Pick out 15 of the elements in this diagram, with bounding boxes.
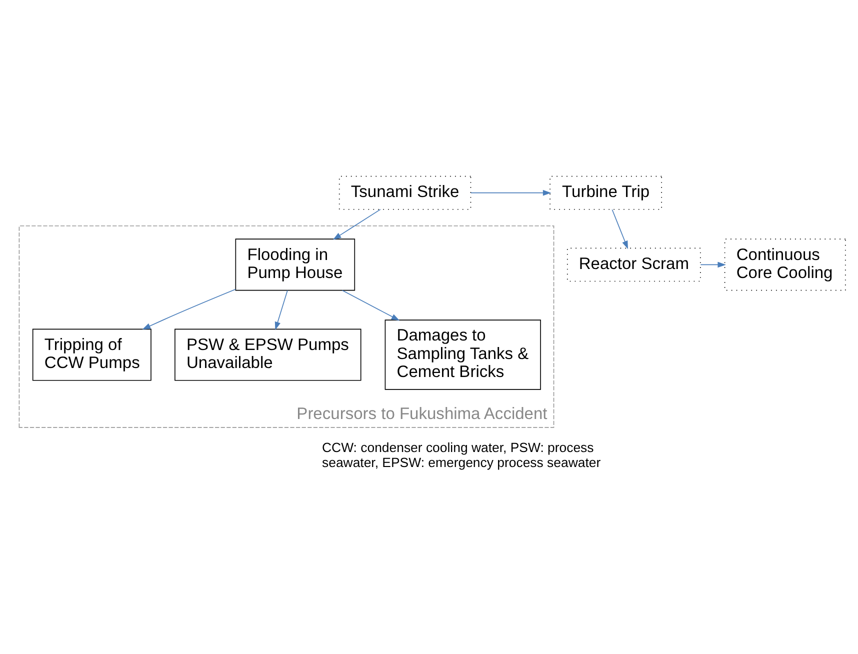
node-box: Reactor Scram xyxy=(566,247,701,282)
arrow xyxy=(470,189,552,196)
node-box: PSW & EPSW Pumps Unavailable xyxy=(174,328,362,380)
label: CCW: condenser cooling water, PSW: process seawater, EPSW: emergency process seawater xyxy=(322,440,601,470)
node-box: Flooding in Pump House xyxy=(235,238,356,290)
arrow xyxy=(342,289,400,320)
arrow xyxy=(142,288,236,330)
node-box: Tsunami Strike xyxy=(338,175,472,210)
arrow xyxy=(612,208,628,249)
node-box: Continuous Core Cooling xyxy=(724,238,846,290)
arrow xyxy=(274,289,288,330)
node-box: Damages to Sampling Tanks & Cement Bricks xyxy=(384,319,541,390)
arrow xyxy=(700,261,726,268)
node-box: Turbine Trip xyxy=(550,175,662,210)
node-box: Tripping of CCW Pumps xyxy=(32,328,152,380)
